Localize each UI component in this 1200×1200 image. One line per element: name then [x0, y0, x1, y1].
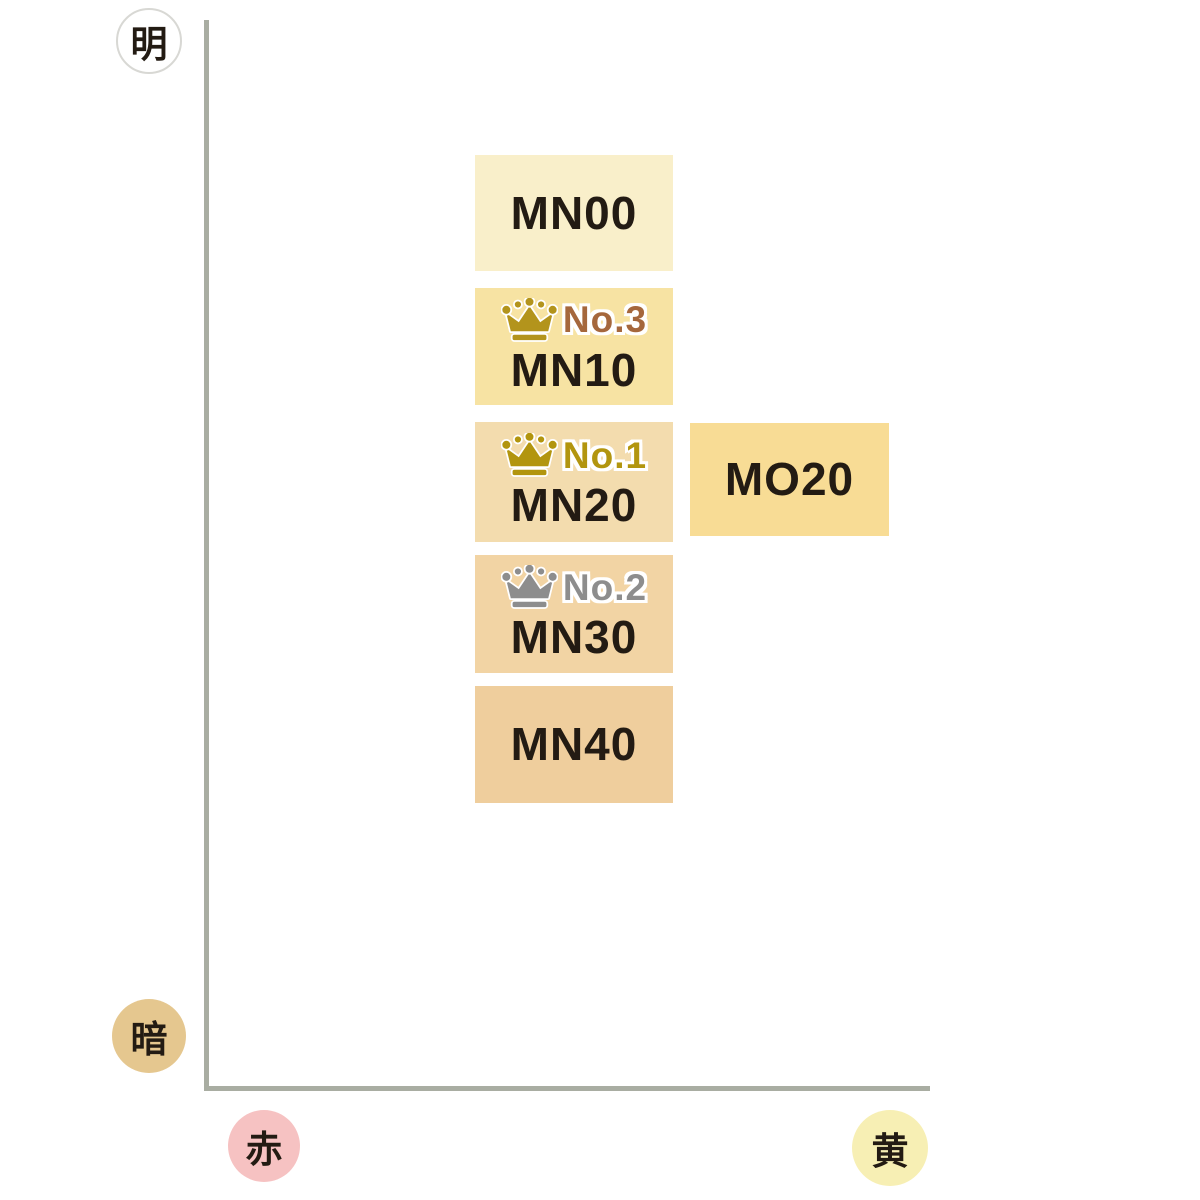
x-axis-right-label-yellow: 黄: [852, 1110, 928, 1186]
shade-label: MN30: [510, 611, 638, 664]
y-axis-bottom-label-dark: 暗: [112, 999, 186, 1073]
shade-label: MN40: [510, 718, 638, 771]
x-axis-left-label-red: 赤: [228, 1110, 300, 1182]
shade-swatch-mn00: MN00: [475, 155, 673, 271]
rank-label: No.2: [562, 566, 648, 608]
shade-swatch-mn30: No.2 MN30: [475, 555, 673, 673]
y-axis-top-label-bright: 明: [116, 8, 182, 74]
rank-badge: No.3: [500, 297, 648, 343]
shade-label: MN20: [510, 479, 638, 532]
crown-icon: [500, 565, 558, 610]
crown-icon: [500, 433, 558, 478]
shade-label: MN00: [510, 186, 638, 239]
shade-label: MN10: [510, 343, 638, 396]
shade-swatch-mn40: MN40: [475, 686, 673, 803]
x-axis-line: [204, 1086, 930, 1091]
rank-badge: No.1: [500, 433, 648, 478]
crown-icon: [500, 297, 558, 343]
rank-badge: No.2: [500, 565, 648, 610]
rank-label: No.1: [562, 434, 648, 476]
rank-label: No.3: [562, 299, 648, 341]
shade-swatch-mn10: No.3 MN10: [475, 288, 673, 405]
shade-label: MO20: [724, 453, 855, 506]
shade-swatch-mn20: No.1 MN20: [475, 422, 673, 542]
shade-swatch-mo20: MO20: [690, 423, 889, 536]
y-axis-line: [204, 20, 209, 1091]
